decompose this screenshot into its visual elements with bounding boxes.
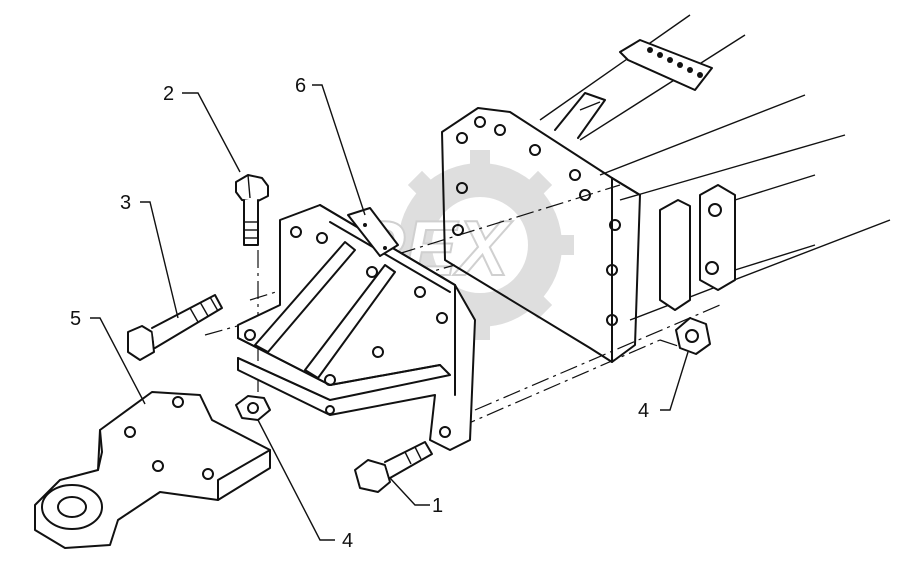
terminal-strip <box>619 39 713 91</box>
part-4-nut-left <box>235 395 271 421</box>
part-3-bolt <box>127 294 223 361</box>
tow-bracket <box>237 204 476 451</box>
callout-1: 1 <box>432 495 443 517</box>
leader-lines <box>90 84 689 541</box>
part-4-nut-right <box>675 317 711 355</box>
part-6-plate <box>347 207 399 257</box>
part-2-bolt <box>235 174 269 246</box>
callout-5: 5 <box>70 308 81 330</box>
callout-3: 3 <box>120 192 131 214</box>
callout-4a: 4 <box>638 400 649 422</box>
spacer-plates <box>659 174 816 311</box>
callout-2: 2 <box>163 83 174 105</box>
frame-mounting-plate <box>441 107 641 363</box>
callout-6: 6 <box>295 75 306 97</box>
part-1-bolt <box>354 441 433 493</box>
part-5-drawbar-plate <box>34 391 271 549</box>
callout-4b: 4 <box>342 530 353 552</box>
callout-labels: 1 2 3 4 4 5 6 <box>70 75 649 552</box>
